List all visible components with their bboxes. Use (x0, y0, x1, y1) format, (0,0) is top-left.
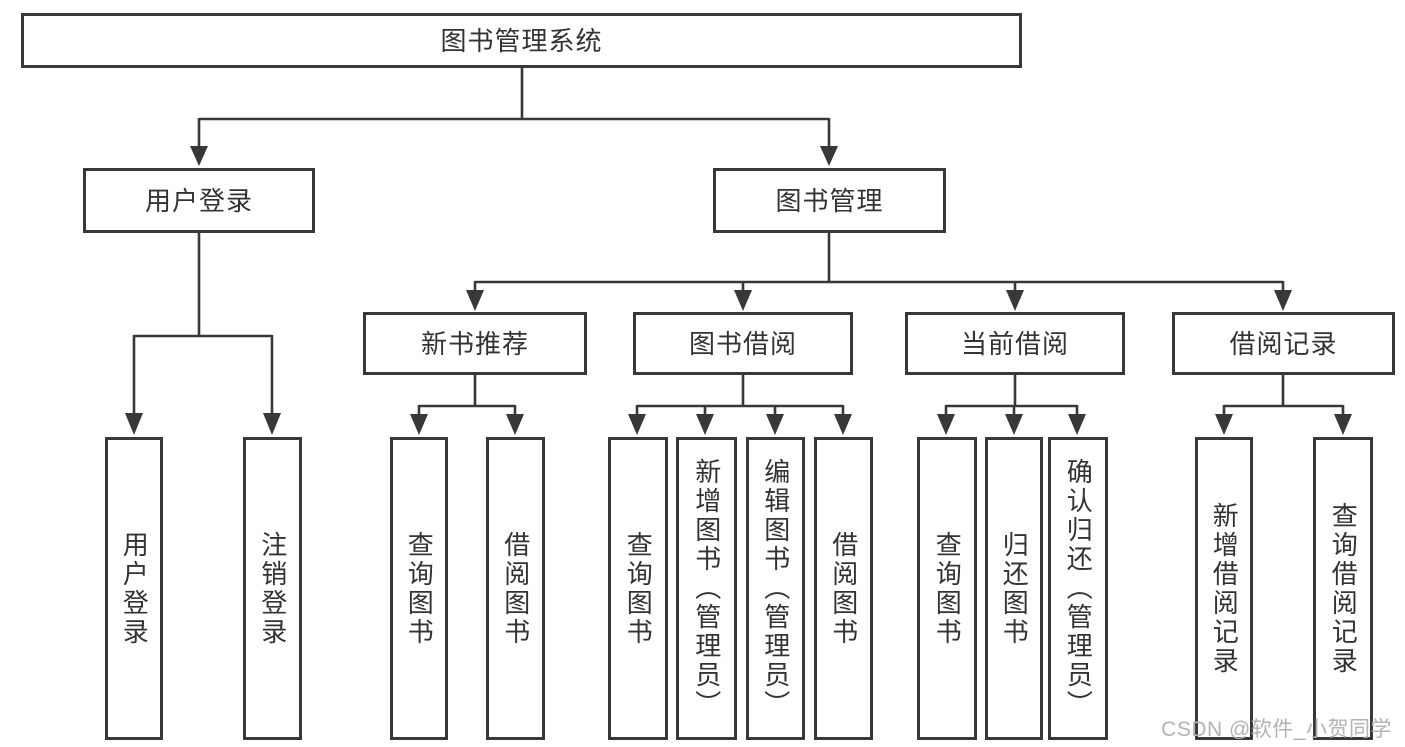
node-label: 注销登录 (257, 530, 288, 647)
node-label: 编辑图书（管理员） (760, 458, 791, 719)
node-leaf-add-book: 新增图书（管理员） (676, 437, 737, 740)
node-label: 借阅图书 (828, 530, 859, 647)
node-label: 用户登录 (119, 530, 150, 647)
node-label: 当前借阅 (960, 328, 1069, 359)
node-label: 归还图书 (999, 530, 1030, 647)
node-label: 图书借阅 (688, 328, 797, 359)
node-label: 新书推荐 (420, 328, 529, 359)
node-user-login: 用户登录 (83, 168, 315, 233)
node-label: 确认归还（管理员） (1063, 458, 1094, 719)
node-leaf-query-book-rec: 查询图书 (390, 437, 448, 740)
node-borrow-records: 借阅记录 (1172, 312, 1395, 375)
node-label: 查询图书 (404, 530, 435, 647)
node-label: 新增借阅记录 (1209, 501, 1240, 676)
node-label: 图书管理 (775, 185, 884, 216)
node-new-book-rec: 新书推荐 (363, 312, 587, 375)
node-label: 查询借阅记录 (1328, 501, 1359, 676)
node-leaf-query-book-current: 查询图书 (917, 437, 977, 740)
node-leaf-logout: 注销登录 (243, 437, 302, 740)
node-leaf-add-borrow-record: 新增借阅记录 (1195, 437, 1253, 740)
node-label: 借阅图书 (500, 530, 531, 647)
node-leaf-return-book: 归还图书 (985, 437, 1043, 740)
csdn-watermark: CSDN @软件_小贺同学 (1161, 718, 1392, 741)
node-root: 图书管理系统 (21, 13, 1022, 68)
node-leaf-edit-book: 编辑图书（管理员） (746, 437, 805, 740)
node-leaf-query-borrow-record: 查询借阅记录 (1313, 437, 1373, 740)
node-book-mgmt: 图书管理 (713, 168, 946, 233)
node-leaf-user-login: 用户登录 (105, 437, 163, 740)
node-leaf-borrow-book-borrow: 借阅图书 (814, 437, 873, 740)
node-current-borrow: 当前借阅 (905, 312, 1125, 375)
node-label: 查询图书 (932, 530, 963, 647)
node-label: 用户登录 (144, 185, 253, 216)
node-label: 查询图书 (623, 530, 654, 647)
node-leaf-borrow-book-rec: 借阅图书 (486, 437, 545, 740)
node-leaf-query-book-borrow: 查询图书 (608, 437, 668, 740)
node-label: 新增图书（管理员） (691, 458, 722, 719)
node-label: 图书管理系统 (440, 25, 603, 56)
node-label: 借阅记录 (1229, 328, 1338, 359)
node-leaf-confirm-return: 确认归还（管理员） (1048, 437, 1108, 740)
node-book-borrow: 图书借阅 (633, 312, 853, 375)
